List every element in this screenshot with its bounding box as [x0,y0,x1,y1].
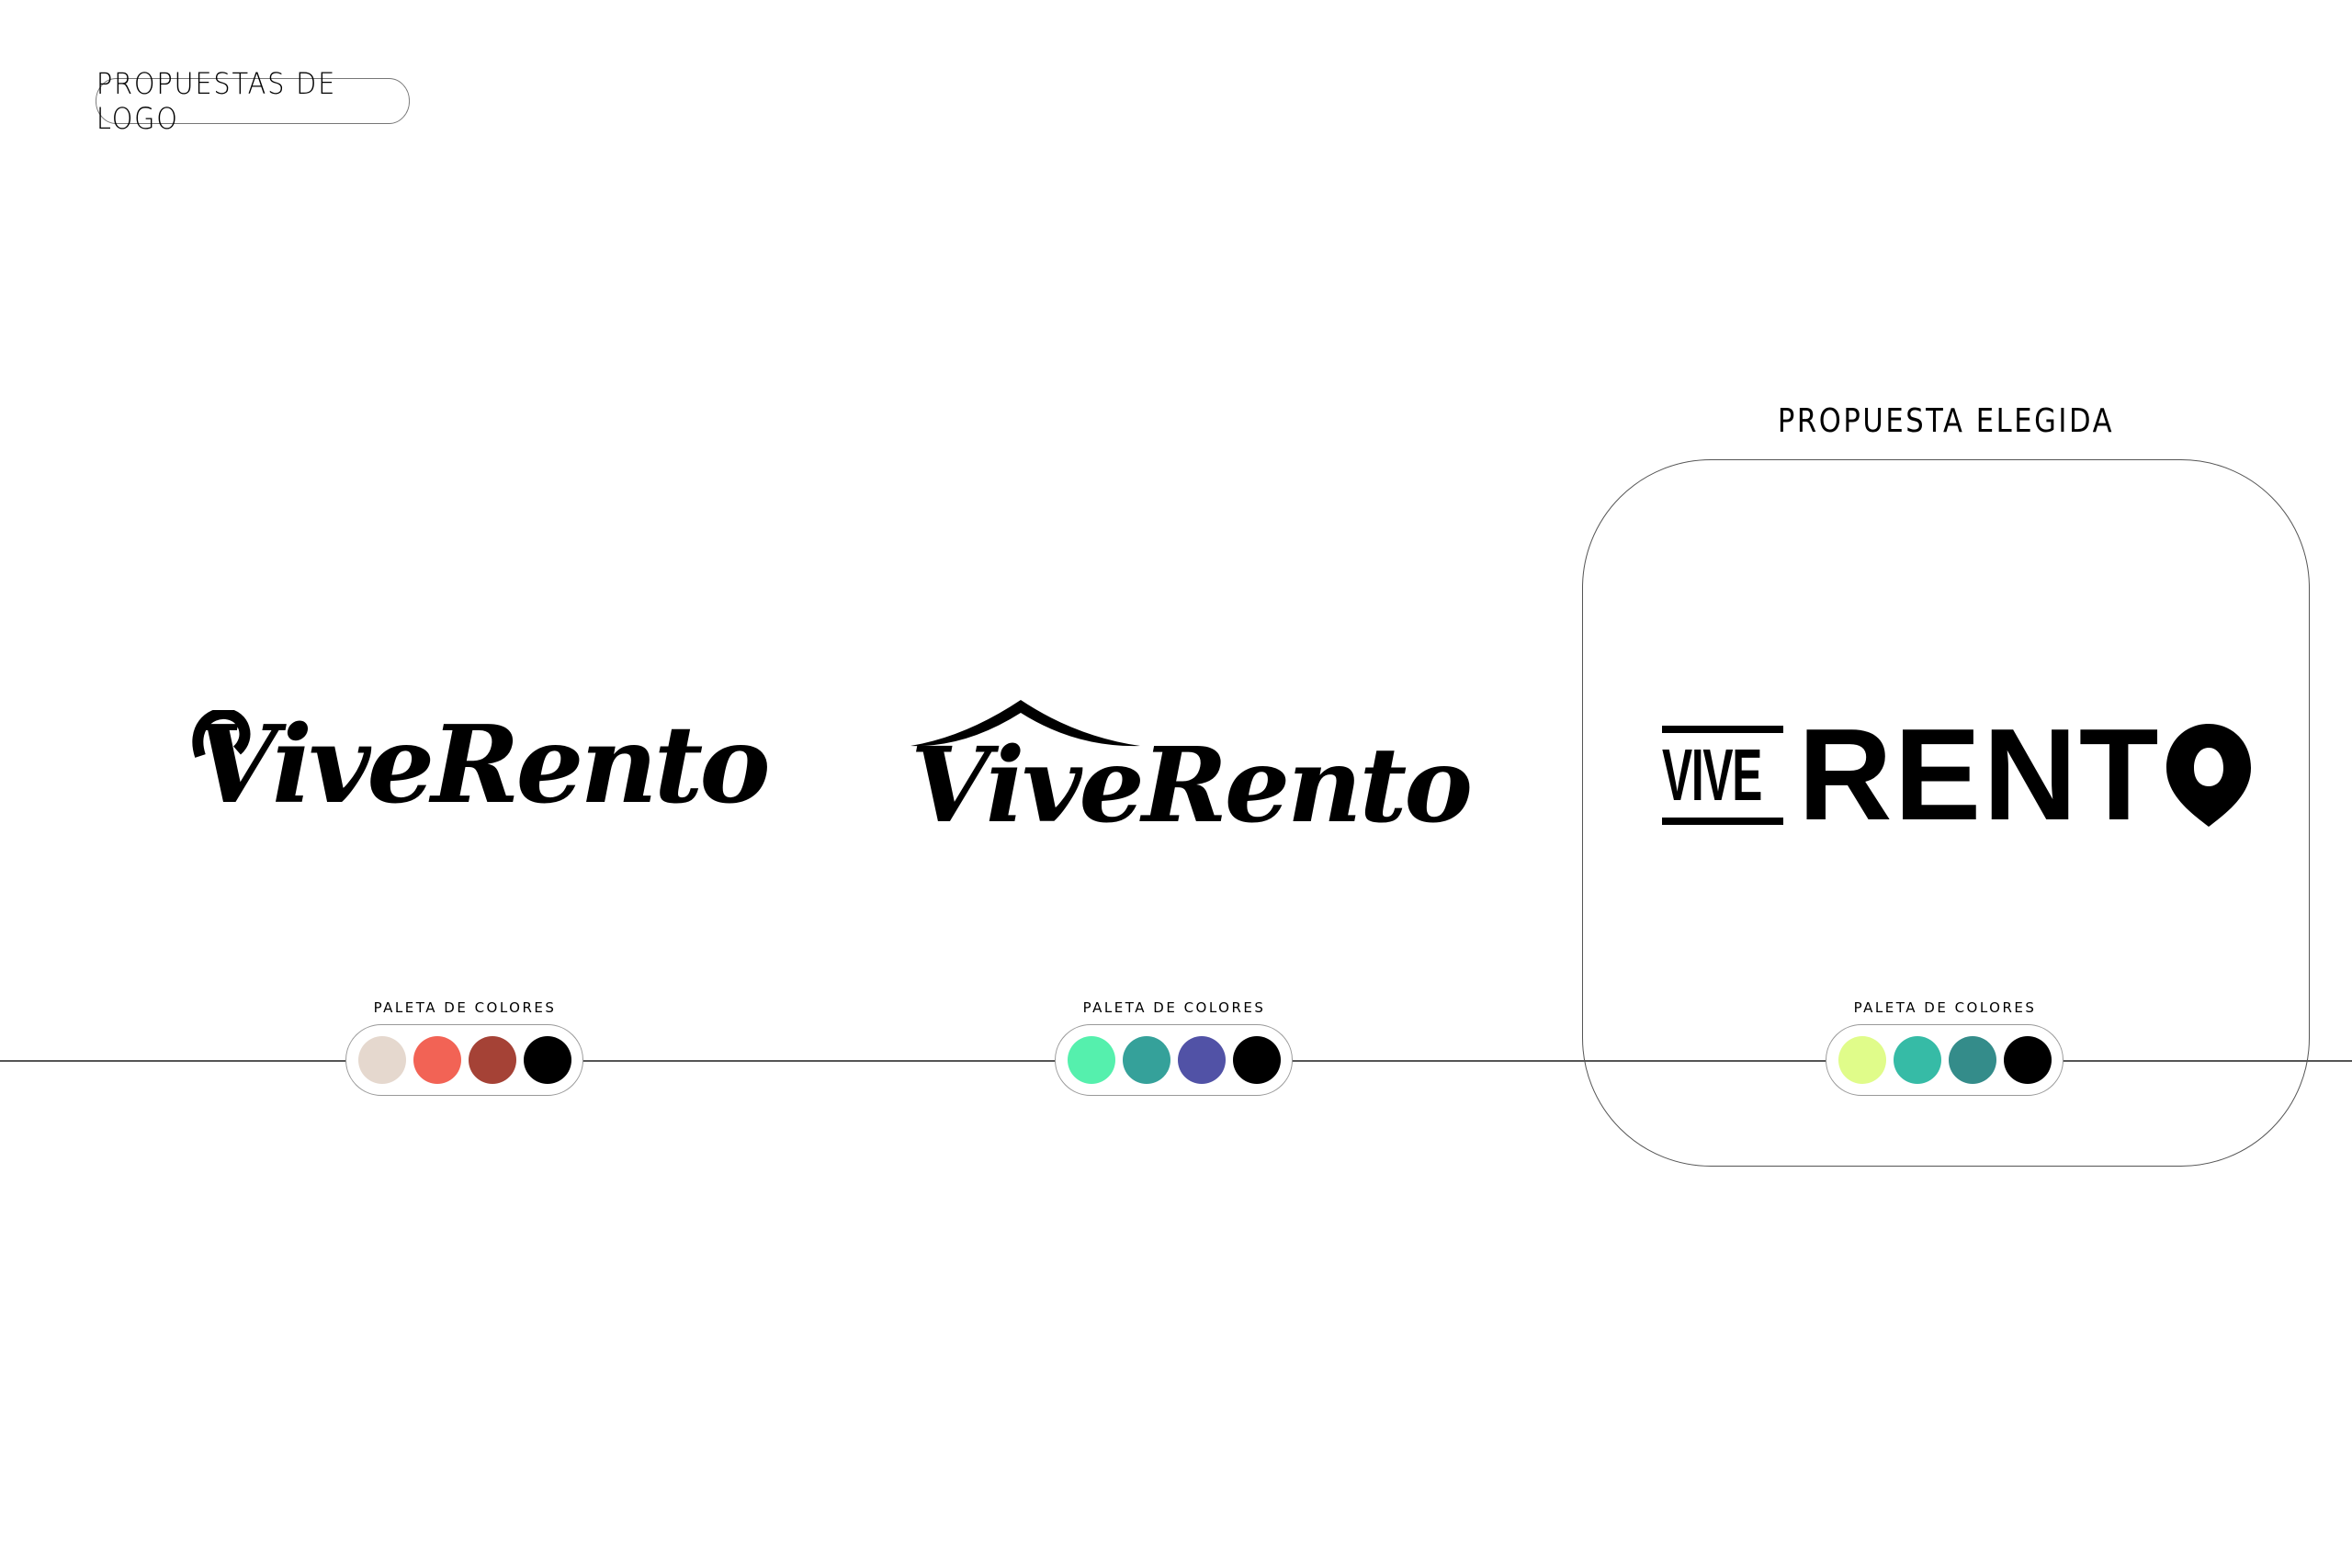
color-swatch [468,1036,516,1084]
color-swatch [1948,1036,1996,1084]
color-swatch [1122,1036,1170,1084]
color-swatch [2003,1036,2052,1084]
palette-2 [1055,1024,1293,1096]
palette-2-label: PALETA DE COLORES [1082,999,1266,1016]
palette-1-label: PALETA DE COLORES [373,999,557,1016]
color-swatch [523,1036,571,1084]
chosen-proposal-frame [1582,459,2310,1167]
logo-1-wordmark: ViveRento [195,703,771,828]
map-pin-icon [2165,724,2251,827]
map-pin-icon [192,710,251,758]
color-swatch [413,1036,461,1084]
logo-proposal-3: VIVE RENT [1662,702,2253,848]
chosen-proposal-title: PROPUESTA ELEGIDA [1777,402,2115,440]
logo-3-vive: VIVE [1662,726,1783,825]
palette-1 [345,1024,583,1096]
color-swatch [1232,1036,1281,1084]
color-swatch [1893,1036,1941,1084]
logo-3-rento: RENT [1798,702,2161,848]
logo-proposal-2: ViveRento [910,700,1473,846]
color-swatch [1838,1036,1886,1084]
color-swatch [357,1036,406,1084]
logo-2-wordmark: ViveRento [910,726,1473,846]
color-swatch [1067,1036,1115,1084]
color-swatch [1177,1036,1226,1084]
palette-3-label: PALETA DE COLORES [1853,999,2037,1016]
logo-proposal-1: ViveRento [192,703,771,828]
roof-icon [910,700,1140,747]
palette-3 [1826,1024,2064,1096]
section-tag: PROPUESTAS DE LOGO [96,66,410,136]
